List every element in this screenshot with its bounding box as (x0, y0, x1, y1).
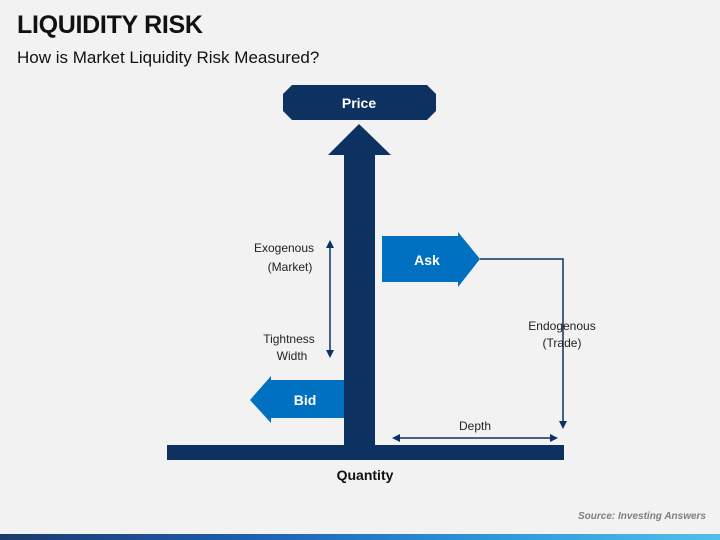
ask-label: Ask (414, 252, 440, 268)
exogenous-label: Exogenous (254, 241, 314, 255)
page-title: LIQUIDITY RISK (17, 11, 203, 39)
bid-label: Bid (294, 392, 317, 408)
price-axis-arrow (328, 124, 391, 447)
width-label: Width (277, 349, 308, 363)
bid-arrow (250, 376, 344, 423)
endogenous-sub-label: (Trade) (543, 336, 582, 350)
endogenous-connector (480, 258, 567, 429)
tightness-label: Tightness (263, 332, 315, 346)
endogenous-label: Endogenous (528, 319, 595, 333)
exogenous-sub-label: (Market) (268, 260, 313, 274)
page-subtitle: How is Market Liquidity Risk Measured? (17, 48, 320, 67)
price-label: Price (342, 95, 376, 111)
ask-arrow (382, 232, 480, 287)
quantity-label: Quantity (337, 467, 394, 483)
quantity-axis-bar (167, 445, 564, 460)
depth-label: Depth (459, 419, 491, 433)
source-note: Source: Investing Answers (578, 511, 706, 522)
price-header-shape (283, 85, 436, 120)
footer-gradient-bar (0, 534, 720, 540)
